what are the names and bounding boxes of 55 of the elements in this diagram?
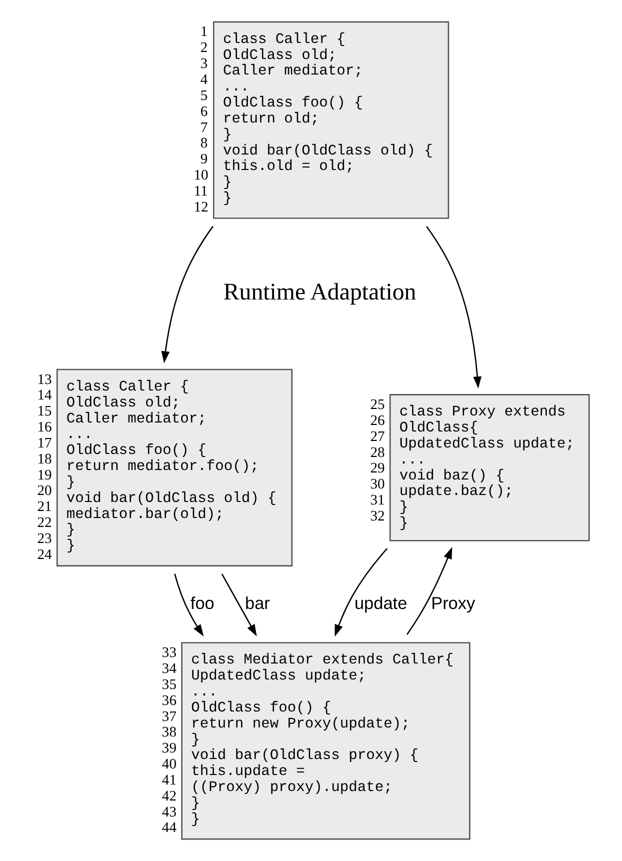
node-label: 33 bbox=[161, 645, 176, 662]
node-label: 12 bbox=[193, 199, 208, 216]
node-label: 4 bbox=[200, 72, 208, 88]
node-label: 15 bbox=[36, 404, 52, 420]
node-label: 38 bbox=[161, 724, 176, 741]
node-label: 14 bbox=[36, 388, 52, 404]
node-label: 23 bbox=[36, 530, 52, 547]
node-label: 18 bbox=[36, 451, 52, 468]
node-label: 26 bbox=[370, 412, 384, 429]
node-label: 3 bbox=[200, 56, 208, 72]
node-label: 41 bbox=[161, 772, 176, 788]
node-label: 8 bbox=[200, 136, 208, 152]
node-label: 43 bbox=[161, 804, 176, 820]
edge-label: Proxy bbox=[430, 592, 475, 613]
node-label: 28 bbox=[370, 444, 384, 461]
node-label: 24 bbox=[36, 546, 52, 563]
arrow bbox=[334, 548, 388, 637]
node-label: 11 bbox=[193, 183, 208, 200]
edge-label: foo bbox=[190, 592, 214, 613]
node-label: 9 bbox=[200, 152, 208, 168]
node-label: 44 bbox=[161, 820, 176, 836]
node-label: 6 bbox=[200, 104, 208, 120]
node-label: 39 bbox=[161, 740, 176, 757]
edge-label: update bbox=[354, 592, 407, 613]
node-label: 30 bbox=[370, 476, 384, 493]
node-label: 42 bbox=[161, 788, 176, 804]
arrow bbox=[174, 574, 204, 636]
node-label: 5 bbox=[200, 88, 208, 104]
node-label: 1 bbox=[200, 24, 208, 40]
node-label: 36 bbox=[161, 692, 176, 709]
arrow bbox=[426, 226, 482, 388]
label: Runtime Adaptation bbox=[222, 280, 416, 306]
arrow bbox=[406, 546, 452, 635]
node-label: 16 bbox=[36, 420, 52, 436]
node-label: 40 bbox=[161, 756, 176, 773]
node-label: 17 bbox=[36, 435, 52, 452]
node-label: 37 bbox=[161, 708, 176, 725]
node-label: 13 bbox=[36, 372, 52, 388]
node-label: 27 bbox=[370, 428, 384, 445]
node-label: 31 bbox=[370, 492, 384, 509]
node-label: 2 bbox=[200, 40, 208, 56]
edge-label: bar bbox=[244, 592, 270, 613]
node-label: 21 bbox=[36, 499, 52, 516]
node-label: 10 bbox=[193, 168, 208, 184]
node-label: 32 bbox=[370, 508, 384, 524]
node-label: 22 bbox=[36, 515, 52, 532]
node-label: 34 bbox=[161, 661, 176, 677]
node-label: 29 bbox=[370, 460, 384, 477]
arrow bbox=[220, 574, 256, 636]
node-label: 35 bbox=[161, 676, 176, 693]
node-label: 25 bbox=[370, 397, 384, 414]
node-label: 20 bbox=[36, 483, 52, 500]
node-label: 7 bbox=[200, 120, 208, 136]
arrow bbox=[160, 226, 213, 364]
node-label: 19 bbox=[36, 467, 52, 484]
